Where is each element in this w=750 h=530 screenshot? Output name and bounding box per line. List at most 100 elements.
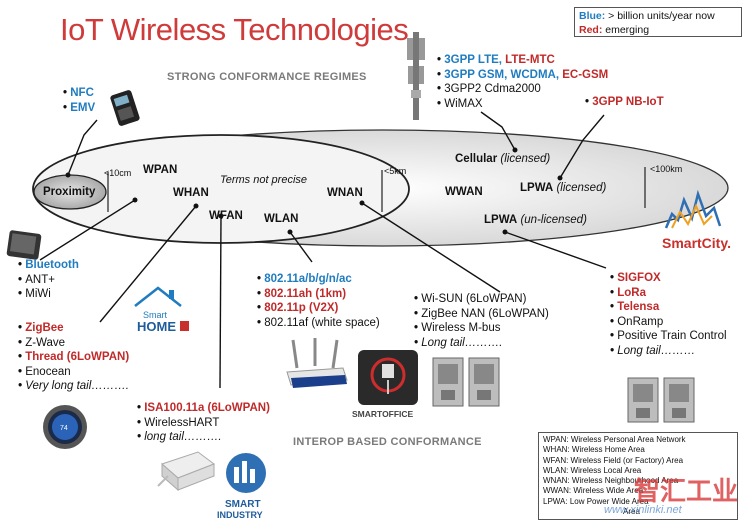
wifi-router-icon [286,338,348,388]
smart-city-logo-text: SmartCity. [662,235,731,251]
list-item: OnRamp [610,315,727,330]
cellular-label: Cellular (licensed) [455,153,550,165]
legend-red-key: Red: [579,24,603,36]
list-item: ISA100.11a (6LoWPAN) [137,401,270,416]
smart-industry-logo: SMART INDUSTRY [217,453,266,520]
wisun-list: Wi-SUN (6LoWPAN) ZigBee NAN (6LoWPAN) Wi… [414,292,549,350]
nbiot-list: 3GPP NB-IoT [585,95,663,110]
wlan-label: WLAN [264,213,299,225]
cellular-name: Cellular [455,153,498,165]
list-item: WirelessHART [137,416,270,431]
list-item: Telensa [610,300,727,315]
list-item: 3GPP GSM, WCDMA, EC-GSM [437,68,608,83]
lpwa-unlic-name: LPWA [484,214,518,226]
payment-terminal-icon [110,90,140,126]
list-item: Bluetooth [18,258,79,273]
meter-box-icon [432,357,500,407]
color-legend: Blue: > billion units/year now Red: emer… [574,7,742,37]
definition-item: Area [623,507,640,517]
list-item: MiWi [18,287,79,302]
smart-city-logo: SmartCity. [662,189,731,251]
list-item: ZigBee NAN (6LoWPAN) [414,307,549,322]
list-item: EMV [63,101,95,116]
list-item: 3GPP LTE, LTE-MTC [437,53,608,68]
list-item-part: 3GPP GSM, WCDMA [444,68,556,81]
list-item: Long tail……… [610,344,727,359]
range-5km: <5km [384,166,407,176]
interop-heading: INTEROP BASED CONFORMANCE [293,436,482,448]
smart-home-logo: Smart HOME [134,286,189,334]
list-item-part: EC-GSM [562,68,609,81]
cellular-list: 3GPP LTE, LTE-MTC 3GPP GSM, WCDMA, EC-GS… [437,53,608,111]
list-item-part: 3GPP2 Cdma2000 [444,83,541,95]
definition-item: LPWA: Low Power Wide Area [543,496,649,506]
range-10cm: <10cm [104,168,132,178]
list-item: WiMAX [437,97,608,112]
wwan-label: WWAN [445,186,483,198]
definition-item: WFAN: Wireless Field (or Factory) Area [543,455,684,465]
definition-item: WHAN: Wireless Home Area [543,445,645,455]
sensor-device-icon [157,451,216,492]
page-title: IoT Wireless Technologies [60,12,409,47]
legend-red-text: emerging [602,24,650,36]
lpwa-unlic-qual: (un-licensed) [520,214,587,226]
list-item-part: LTE-MTC [505,54,555,66]
definition-item: WPAN: Wireless Personal Area Network [543,435,686,444]
definition-item: WNAN: Wireless Neighbourhood Area [543,476,679,486]
smart-industry-logo-text2: INDUSTRY [217,510,263,520]
list-item: ANT+ [18,273,79,288]
list-item: Wireless M-bus [414,321,549,336]
smart-home-logo-text2: HOME [137,319,176,334]
isa100-list: ISA100.11a (6LoWPAN) WirelessHART long t… [137,401,270,445]
zigbee-list: ZigBee Z-Wave Thread (6LoWPAN) Enocean V… [18,321,129,394]
list-item: long tail………. [137,430,270,445]
list-item: 802.11p (V2X) [257,301,380,316]
cellular-qual: (licensed) [500,153,551,165]
proximity-label: Proximity [43,186,96,198]
list-item: 3GPP2 Cdma2000 [437,82,608,97]
whan-label: WHAN [173,187,209,199]
list-item-part: WiMAX [444,97,483,110]
cell-tower-icon [407,32,425,120]
thermostat-icon: 74 [43,405,87,449]
list-item-part: , [555,68,563,81]
smart-office-logo: SMARTOFFICE [352,350,418,419]
list-item: Positive Train Control [610,329,726,344]
thermostat-value: 74 [60,425,68,432]
bluetooth-list: Bluetooth ANT+ MiWi [18,258,79,302]
list-item: Enocean [18,365,129,380]
definition-item: WLAN: Wireless Local Area [543,465,642,475]
list-item: Z-Wave [18,336,129,351]
wpan-label: WPAN [143,164,178,176]
wfan-label: WFAN [209,210,243,222]
watermark-url: www.xinlinki.net [604,504,682,516]
smart-office-logo-text: SMARTOFFICE [352,409,414,419]
list-item: Long tail………. [414,336,549,351]
list-item: LoRa [610,286,727,301]
lpwa-unlicensed-label: LPWA (un-licensed) [484,214,587,226]
range-100km: <100km [650,164,683,174]
lpwa-name: LPWA [520,182,554,194]
watermark: 智汇工业 [634,476,739,506]
list-item: SIGFOX [610,271,727,286]
legend-blue-key: Blue: [579,10,606,22]
lpwa-qual: (licensed) [556,182,607,194]
meter-box-icon-2 [627,377,695,423]
strong-regimes-heading: STRONG CONFORMANCE REGIMES [167,71,367,83]
list-item: Very long tail………. [18,379,129,394]
smart-industry-logo-text: SMART [225,499,261,510]
list-item-part: 3GPP LTE [444,54,499,66]
list-item: NFC [63,86,95,101]
list-item: 802.11ah (1km) [257,287,380,302]
smart-home-logo-text: Smart [143,310,168,320]
lpwa-licensed-label: LPWA (licensed) [520,182,606,194]
smartphone-icon [6,230,42,260]
terms-not-precise: Terms not precise [220,174,308,186]
list-item: Thread (6LoWPAN) [18,350,129,365]
list-item-part: , [498,54,506,66]
list-item: 802.11a/b/g/n/ac [257,272,380,287]
definition-item: WWAN: Wireless Wide Area [543,486,644,496]
nfc-list: NFC EMV [63,86,95,115]
wnan-label: WNAN [327,187,363,199]
